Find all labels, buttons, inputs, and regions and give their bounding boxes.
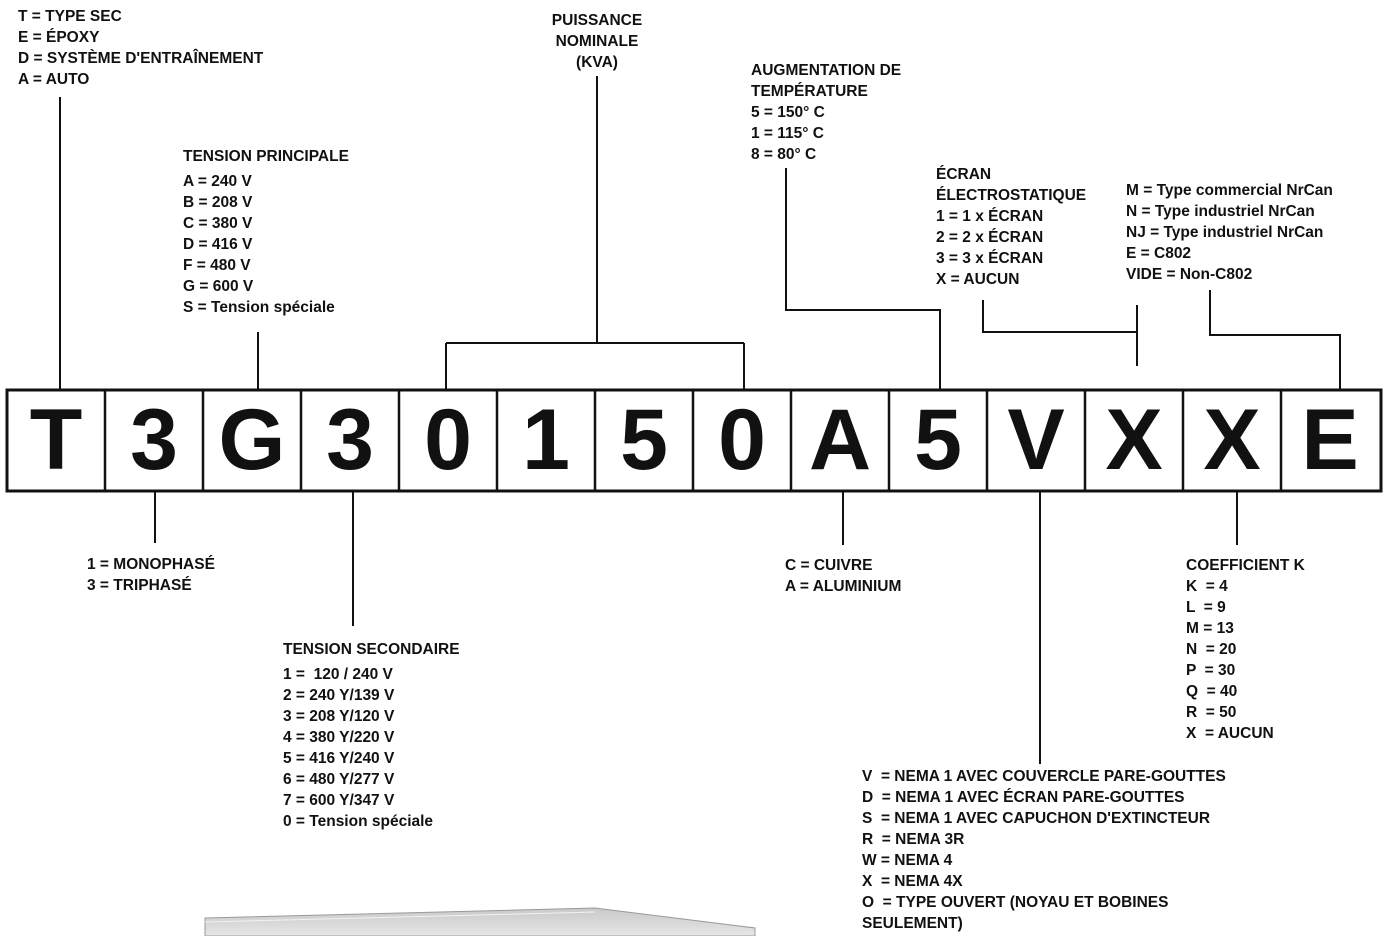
k-factor-item: N = 20	[1186, 641, 1237, 658]
code-box-3: G	[218, 392, 286, 488]
shield-item: X = AUCUN	[936, 271, 1020, 288]
temp-rise-legend: AUGMENTATION DE TEMPÉRATURE 5 = 150° C 1…	[751, 60, 901, 165]
primary-voltage-legend: TENSION PRINCIPALE A = 240 V B = 208 V C…	[183, 146, 349, 318]
k-factor-item: Q = 40	[1186, 683, 1238, 700]
enclosure-item: S = NEMA 1 AVEC CAPUCHON D'EXTINCTEUR	[862, 810, 1211, 827]
efficiency-item: E = C802	[1126, 245, 1192, 262]
primary-voltage-item: G = 600 V	[183, 278, 254, 295]
enclosure-item: O = TYPE OUVERT (NOYAU ET BOBINES	[862, 894, 1169, 911]
primary-voltage-item: C = 380 V	[183, 215, 253, 232]
temp-rise-item: 8 = 80° C	[751, 146, 817, 163]
primary-voltage-item: B = 208 V	[183, 194, 253, 211]
code-box-12: X	[1105, 392, 1163, 488]
phase-item: 1 = MONOPHASÉ	[87, 556, 215, 573]
type-legend: T = TYPE SEC E = ÉPOXY D = SYSTÈME D'ENT…	[18, 6, 263, 90]
efficiency-item: N = Type industriel NrCan	[1126, 203, 1315, 220]
efficiency-item: M = Type commercial NrCan	[1126, 182, 1333, 199]
conductor-item: A = ALUMINIUM	[785, 578, 902, 595]
enclosure-item: D = NEMA 1 AVEC ÉCRAN PARE-GOUTTES	[862, 789, 1185, 806]
code-box-4: 3	[326, 392, 374, 488]
code-box-7: 5	[620, 392, 668, 488]
code-box-14: E	[1301, 392, 1359, 488]
efficiency-item: VIDE = Non-C802	[1126, 266, 1253, 283]
temp-rise-item: 5 = 150° C	[751, 104, 825, 121]
code-box-8: 0	[718, 392, 766, 488]
enclosure-item: SEULEMENT)	[862, 915, 963, 932]
secondary-voltage-title: TENSION SECONDAIRE	[283, 641, 460, 658]
k-factor-item: M = 13	[1186, 620, 1234, 637]
k-factor-item: X = AUCUN	[1186, 725, 1274, 742]
code-box-13: X	[1203, 392, 1261, 488]
primary-voltage-item: A = 240 V	[183, 173, 252, 190]
temp-rise-title: TEMPÉRATURE	[751, 83, 868, 100]
efficiency-item: NJ = Type industriel NrCan	[1126, 224, 1324, 241]
transformer-enclosure-image	[204, 907, 756, 936]
enclosure-item: W = NEMA 4	[862, 852, 953, 869]
type-item: E = ÉPOXY	[18, 29, 100, 46]
shield-title: ÉCRAN	[936, 166, 992, 183]
efficiency-legend: M = Type commercial NrCan N = Type indus…	[1126, 180, 1333, 285]
phase-legend: 1 = MONOPHASÉ 3 = TRIPHASÉ	[87, 554, 215, 596]
primary-voltage-item: S = Tension spéciale	[183, 299, 335, 316]
enclosure-item: V = NEMA 1 AVEC COUVERCLE PARE-GOUTTES	[862, 768, 1226, 785]
secondary-voltage-legend: TENSION SECONDAIRE 1 = 120 / 240 V 2 = 2…	[283, 639, 460, 832]
temp-rise-title: AUGMENTATION DE	[751, 62, 902, 79]
temp-rise-item: 1 = 115° C	[751, 125, 824, 142]
secondary-voltage-item: 4 = 380 Y/220 V	[283, 729, 395, 746]
secondary-voltage-item: 2 = 240 Y/139 V	[283, 687, 395, 704]
primary-voltage-item: D = 416 V	[183, 236, 253, 253]
secondary-voltage-item: 0 = Tension spéciale	[283, 813, 434, 830]
secondary-voltage-item: 3 = 208 Y/120 V	[283, 708, 395, 725]
shield-legend: ÉCRAN ÉLECTROSTATIQUE 1 = 1 x ÉCRAN 2 = …	[936, 164, 1086, 290]
shield-item: 3 = 3 x ÉCRAN	[936, 250, 1044, 267]
code-box-1: T	[29, 392, 83, 488]
code-box-6: 1	[522, 392, 570, 488]
k-factor-item: P = 30	[1186, 662, 1236, 679]
power-rating-title: PUISSANCE	[551, 12, 643, 29]
primary-voltage-title: TENSION PRINCIPALE	[183, 148, 349, 165]
secondary-voltage-item: 1 = 120 / 240 V	[283, 666, 393, 683]
k-factor-title: COEFFICIENT K	[1186, 557, 1305, 574]
secondary-voltage-item: 5 = 416 Y/240 V	[283, 750, 395, 767]
code-box-9: A	[808, 392, 872, 488]
enclosure-item: X = NEMA 4X	[862, 873, 963, 890]
type-item: D = SYSTÈME D'ENTRAÎNEMENT	[18, 50, 264, 67]
code-box-2: 3	[130, 392, 178, 488]
power-rating-title: (KVA)	[576, 54, 618, 71]
secondary-voltage-item: 6 = 480 Y/277 V	[283, 771, 395, 788]
k-factor-item: L = 9	[1186, 599, 1226, 616]
shield-title: ÉLECTROSTATIQUE	[936, 187, 1087, 204]
conductor-legend: C = CUIVRE A = ALUMINIUM	[785, 555, 901, 597]
code-box-5: 0	[424, 392, 472, 488]
code-box-10: 5	[914, 392, 962, 488]
k-factor-item: K = 4	[1186, 578, 1228, 595]
enclosure-legend: V = NEMA 1 AVEC COUVERCLE PARE-GOUTTES D…	[862, 766, 1226, 934]
primary-voltage-item: F = 480 V	[183, 257, 251, 274]
conductor-item: C = CUIVRE	[785, 557, 873, 574]
type-item: A = AUTO	[18, 71, 90, 88]
enclosure-item: R = NEMA 3R	[862, 831, 965, 848]
type-item: T = TYPE SEC	[18, 8, 122, 25]
shield-item: 2 = 2 x ÉCRAN	[936, 229, 1044, 246]
secondary-voltage-item: 7 = 600 Y/347 V	[283, 792, 395, 809]
phase-item: 3 = TRIPHASÉ	[87, 577, 192, 594]
shield-item: 1 = 1 x ÉCRAN	[936, 208, 1044, 225]
power-rating-legend: PUISSANCE NOMINALE (KVA)	[537, 10, 657, 73]
k-factor-item: R = 50	[1186, 704, 1237, 721]
k-factor-legend: COEFFICIENT K K = 4 L = 9 M = 13 N = 20 …	[1186, 555, 1305, 744]
code-box-11: V	[1007, 392, 1065, 488]
power-rating-title: NOMINALE	[555, 33, 639, 50]
